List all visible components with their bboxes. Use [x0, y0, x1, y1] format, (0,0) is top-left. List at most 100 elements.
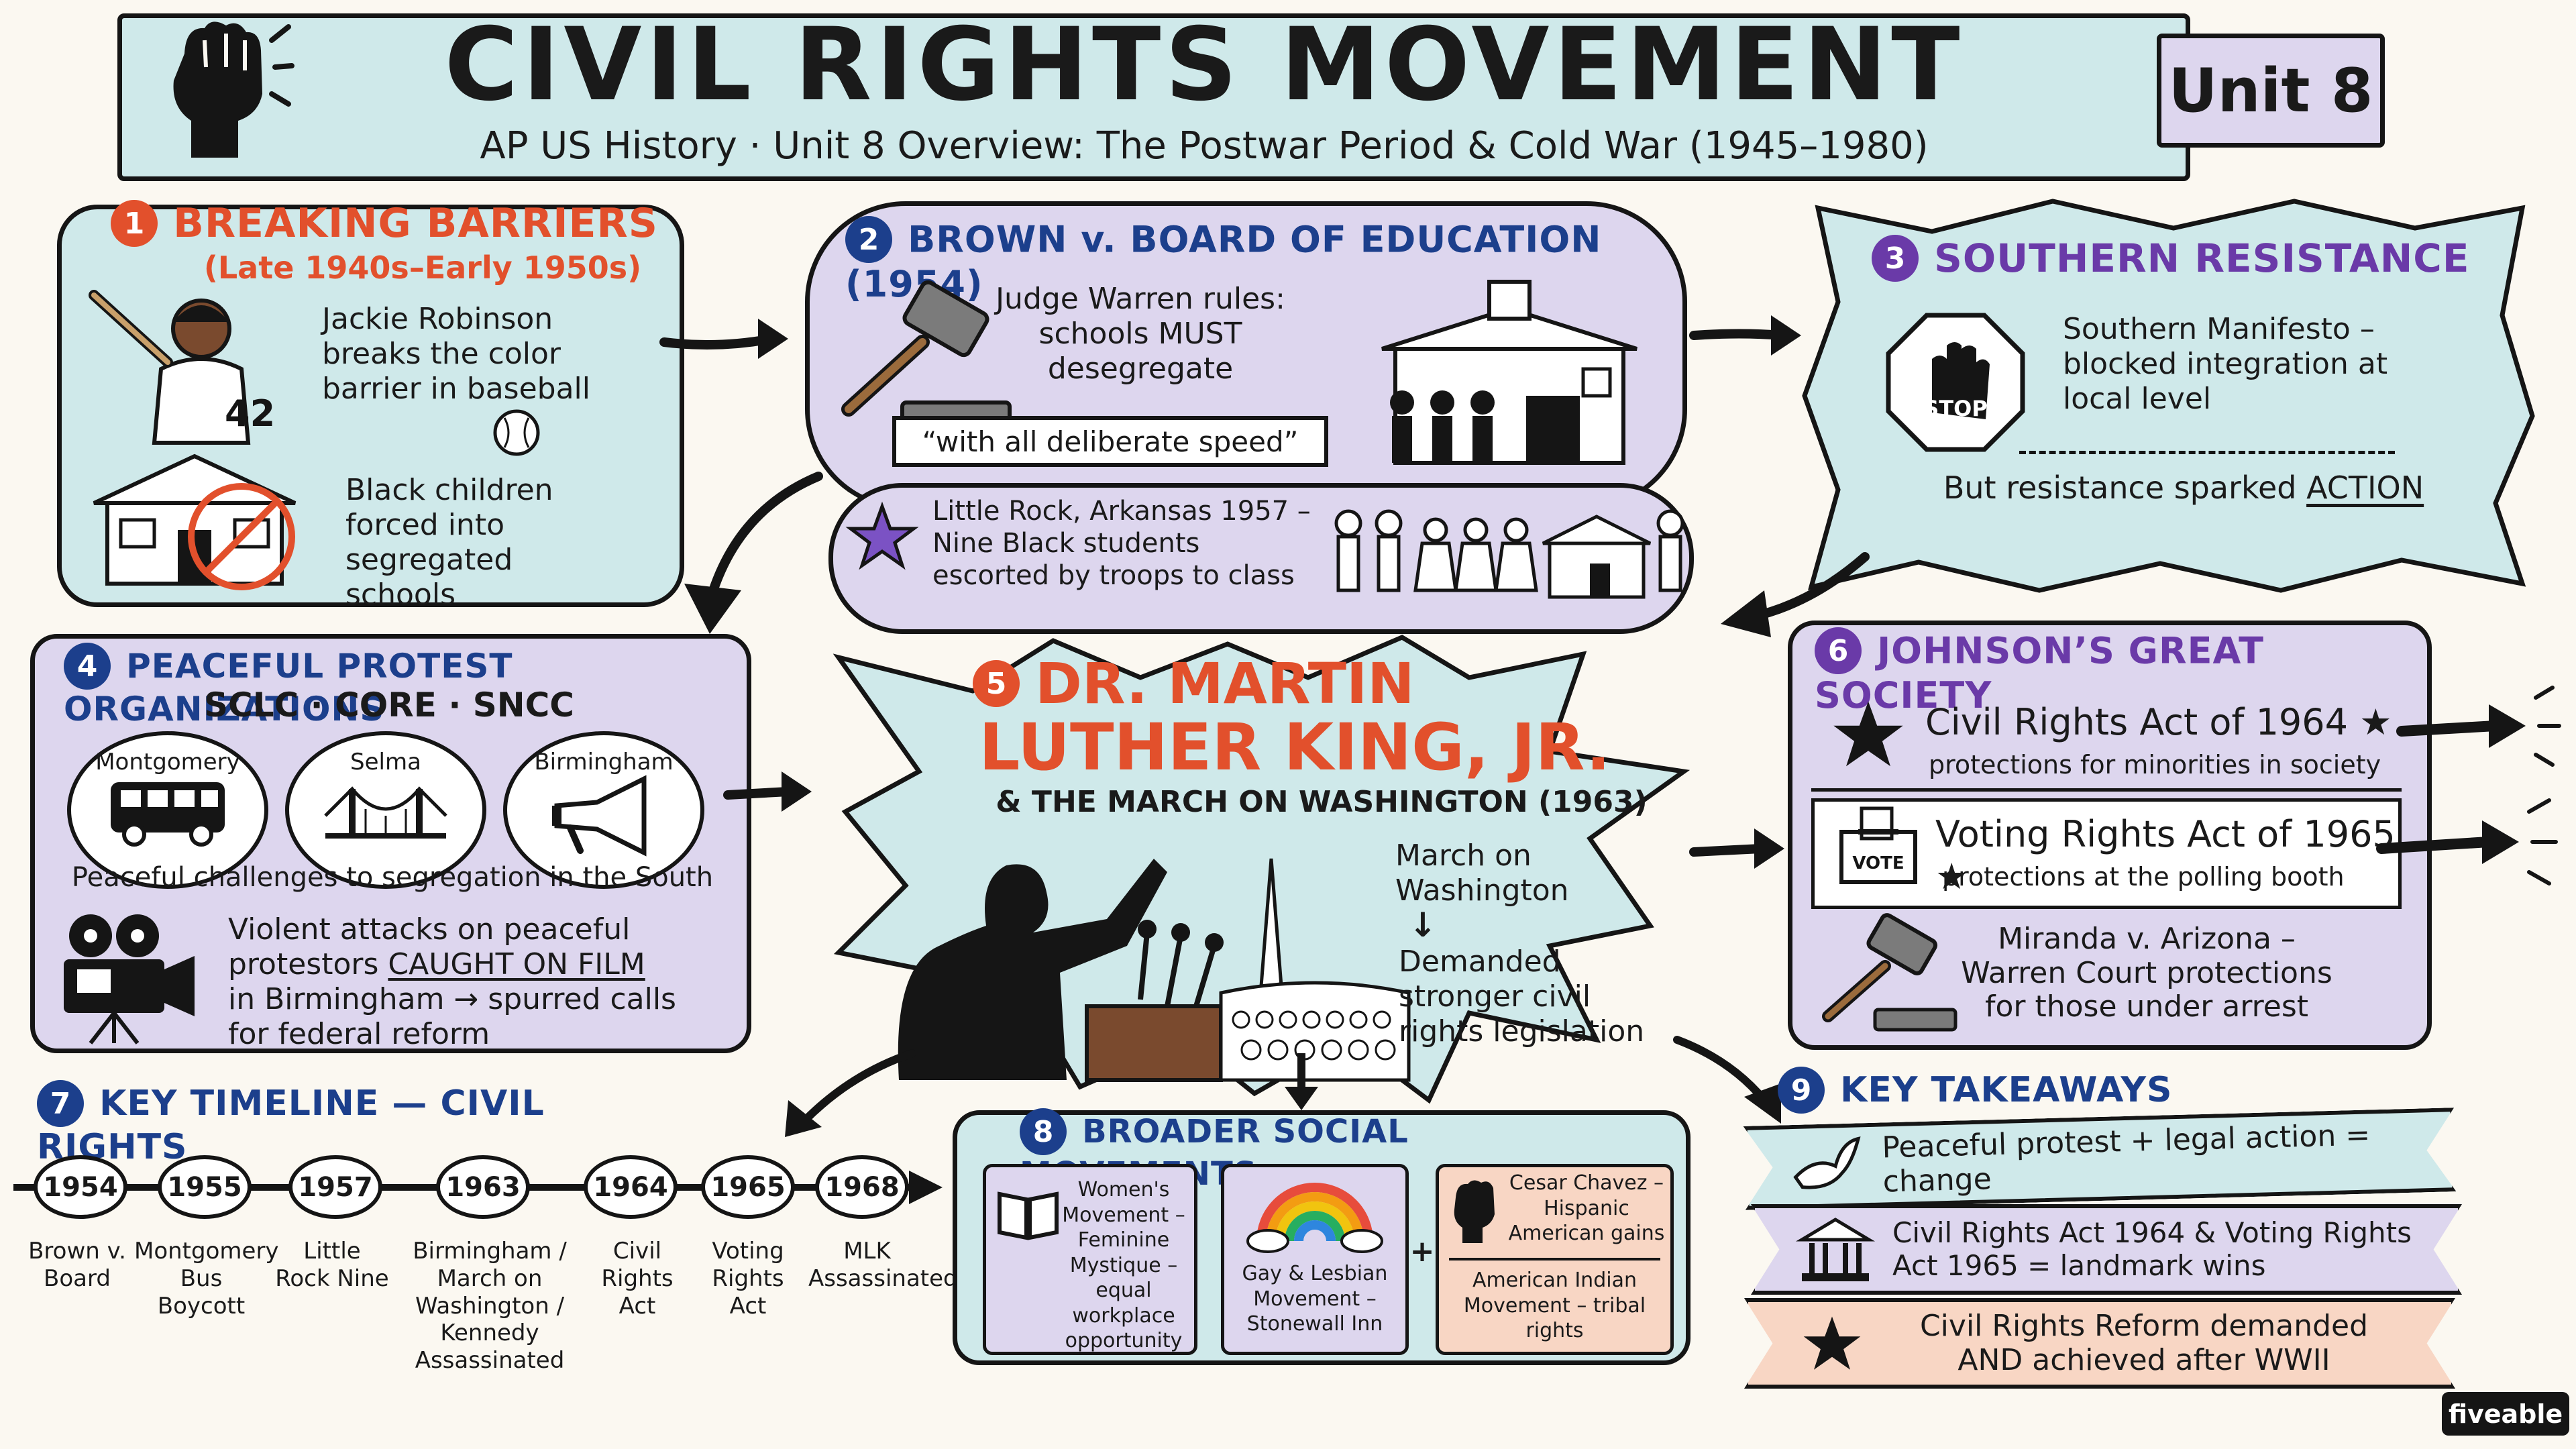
section-6-title: JOHNSON’S GREAT SOCIETY: [1815, 629, 2264, 717]
troops-escort-icon: [1322, 496, 1697, 631]
timeline-label-1954: Brown v. Board: [28, 1238, 126, 1292]
section-5-title-line-2: LUTHER KING, JR.: [979, 710, 1611, 785]
megaphone-icon: [552, 775, 647, 857]
page-title: CIVIL RIGHTS MOVEMENT: [444, 7, 1964, 123]
section-1-title: BREAKING BARRIERS: [173, 200, 658, 247]
gay-lesbian-movement: Gay & Lesbian Movement – Stonewall Inn: [1242, 1262, 1388, 1336]
takeaway-1: Peaceful protest + legal action = change: [1743, 1108, 2457, 1210]
march-arrow: ↓: [1409, 906, 1437, 945]
section-9-title: KEY TAKEAWAYS: [1840, 1070, 2173, 1110]
march-on-washington: March on Washington: [1395, 839, 1569, 908]
section-5-title-line-1: DR. MARTIN: [1035, 651, 1415, 716]
place-birmingham-label: Birmingham: [534, 749, 674, 775]
timeline-year-1968: 1968: [815, 1155, 909, 1219]
timeline-year-1963: 1963: [436, 1155, 530, 1219]
section-7-title-row: 7 KEY TIMELINE — CIVIL RIGHTS: [37, 1080, 708, 1167]
section-3-number: 3: [1872, 235, 1919, 282]
timeline-year-1957: 1957: [288, 1155, 382, 1219]
plus-sign: +: [1409, 1234, 1435, 1269]
timeline-label-1968: MLK Assassinated: [808, 1238, 958, 1292]
womens-movement: Women's Movement – Feminine Mystique – e…: [1062, 1178, 1185, 1352]
school-students-icon: [1355, 268, 1657, 490]
warren-ruling: Judge Warren rules: schools MUST desegre…: [996, 282, 1285, 386]
section-1-number: 1: [111, 200, 158, 247]
place-selma: Selma: [285, 731, 486, 889]
section-1-subtitle: (Late 1940s–Early 1950s): [203, 250, 642, 286]
courthouse-icon: [1795, 1217, 1876, 1281]
arrow-1-to-2: [659, 319, 788, 359]
attack-line-2-start: protestors: [228, 947, 388, 981]
section-8-title-row: 8 BROADER SOCIAL MOVEMENTS: [1020, 1108, 1657, 1193]
section-7-title: KEY TIMELINE — CIVIL RIGHTS: [37, 1083, 545, 1167]
star-black-icon: [1803, 1316, 1861, 1370]
attack-line-3: in Birmingham → spurred calls: [228, 981, 676, 1016]
peaceful-challenges: Peaceful challenges to segregation in th…: [71, 862, 714, 893]
bridge-icon: [324, 786, 447, 839]
bus-icon: [111, 782, 225, 847]
section-9-title-row: 9 KEY TAKEAWAYS: [1778, 1067, 2381, 1120]
film-camera-icon: [50, 909, 205, 1044]
ballot-vote-label: VOTE: [1852, 853, 1904, 873]
fist-icon: [144, 13, 294, 168]
action-word: ACTION: [2306, 470, 2424, 506]
quote-text: “with all deliberate speed”: [922, 425, 1299, 458]
section-2-title-row: 2 BROWN v. BOARD OF EDUCATION (1954): [845, 216, 1650, 305]
dashed-divider: [2019, 451, 2395, 454]
timeline-label-1965: Voting Rights Act: [712, 1238, 784, 1320]
violent-attacks: Violent attacks on peaceful protestors C…: [228, 912, 738, 1052]
timeline-year-1964: 1964: [584, 1155, 678, 1219]
timeline-year-1955: 1955: [158, 1155, 252, 1219]
section-2-title: BROWN v. BOARD OF EDUCATION (1954): [845, 218, 1602, 306]
takeaway-1-text: Peaceful protest + legal action = change: [1881, 1117, 2371, 1199]
baseball-player-icon: 42: [80, 282, 302, 449]
section-7-number: 7: [37, 1080, 84, 1127]
jersey-number: 42: [225, 392, 275, 435]
arrow-2-to-3: [1689, 315, 1801, 356]
arrow-act-1965-out: [2376, 798, 2558, 885]
timeline-year-1965: 1965: [701, 1155, 795, 1219]
act-1965-desc: protections at the polling booth: [1942, 862, 2345, 892]
section-southern-resistance: [1802, 199, 2535, 593]
miranda-v-arizona: Miranda v. Arizona – Warren Court protec…: [1961, 922, 2332, 1024]
section-4-number: 4: [64, 643, 111, 690]
action-prefix: But resistance sparked: [1943, 470, 2307, 506]
section-5-title-row: 5 DR. MARTIN: [973, 651, 1576, 724]
attack-line-1: Violent attacks on peaceful: [228, 912, 631, 947]
deliberate-speed-quote: “with all deliberate speed”: [892, 416, 1328, 467]
gavel-icon: [822, 280, 1016, 436]
arrow-2-to-4: [684, 472, 823, 634]
rainbow-icon: [1246, 1174, 1383, 1254]
book-icon: [996, 1187, 1060, 1241]
section-4-title: PEACEFUL PROTEST ORGANIZATIONS: [64, 647, 513, 729]
takeaway-2: Civil Rights Act 1964 & Voting Rights Ac…: [1751, 1204, 2462, 1295]
star-filled-icon: [1831, 698, 1905, 771]
place-selma-label: Selma: [350, 749, 421, 775]
card-divider: [1449, 1258, 1660, 1260]
arrow-5-to-8: [1285, 1053, 1318, 1110]
organizations: SCLC · CORE · SNCC: [204, 686, 574, 724]
attack-line-2: protestors CAUGHT ON FILM: [228, 947, 738, 982]
arrow-5-to-7: [785, 1049, 916, 1137]
takeaway-3-text: Civil Rights Reform demanded AND achieve…: [1919, 1308, 2369, 1377]
arrow-4-to-5: [723, 771, 812, 812]
baseball-icon: [490, 406, 543, 460]
section-1-title-row: 1 BREAKING BARRIERS: [111, 200, 661, 254]
caught-on-film: CAUGHT ON FILM: [388, 947, 645, 981]
section-3-title: SOUTHERN RESISTANCE: [1934, 235, 2470, 281]
dove-icon: [1788, 1135, 1863, 1197]
stop-hand-icon: STOP: [1885, 312, 2026, 453]
timeline-label-1955: Montgomery Bus Boycott: [134, 1238, 279, 1320]
timeline-label-1957: Little Rock Nine: [275, 1238, 389, 1292]
timeline-year-1954: 1954: [34, 1155, 127, 1219]
section-5-number: 5: [973, 660, 1020, 707]
attack-line-4: for federal reform: [228, 1016, 490, 1051]
fiveable-logo-text: fiveable: [2448, 1399, 2563, 1429]
section-8-number: 8: [1020, 1108, 1067, 1155]
act-1965-title: Voting Rights Act of 1965 ★: [1935, 813, 2396, 898]
arrow-5-to-9: [1673, 1036, 1781, 1124]
place-montgomery-label: Montgomery: [95, 749, 240, 775]
civil-rights-act-card: [1811, 691, 2402, 792]
resistance-action: But resistance sparked ACTION: [1892, 470, 2475, 506]
stop-sign-text: STOP: [1923, 396, 1988, 421]
act-1964-desc: protections for minorities in society: [1929, 750, 2381, 780]
